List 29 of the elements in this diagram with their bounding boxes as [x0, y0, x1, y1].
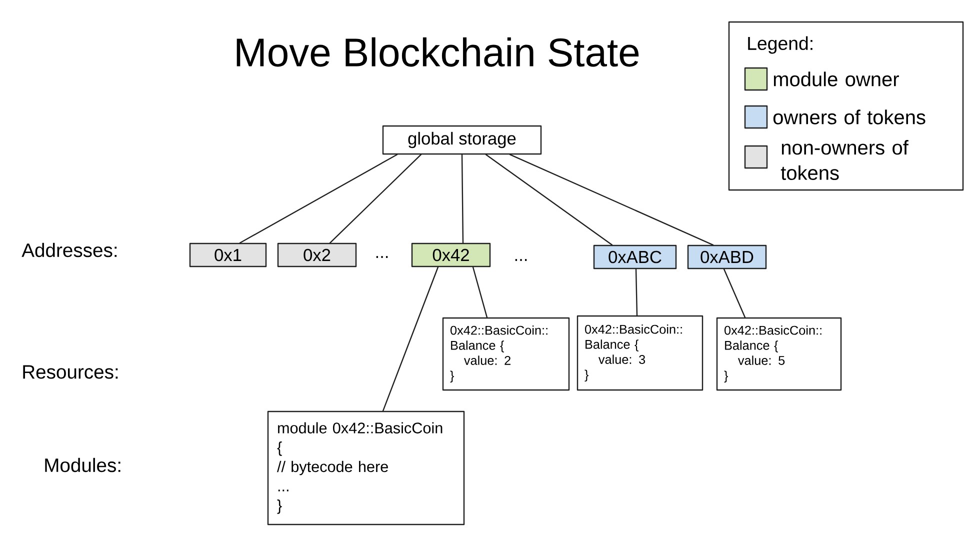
connector-line	[382, 266, 439, 412]
resource-box: 0x42::BasicCoin:: Balance { value: 3 }	[576, 315, 704, 391]
connector-line	[635, 268, 638, 316]
address-box: 0xABD	[687, 244, 767, 270]
address-box: 0xABC	[593, 244, 677, 270]
address-box: 0x42	[411, 242, 491, 268]
storage-box: global storage	[382, 125, 542, 155]
module-box: module 0x42::BasicCoin { // bytecode here ... }	[267, 410, 465, 526]
row-label: Addresses:	[22, 242, 117, 258]
row-label: Resources:	[23, 365, 118, 379]
legend-text: owners of tokens	[773, 110, 926, 124]
connector-line	[461, 154, 464, 244]
connector-line	[723, 268, 746, 318]
address-box: 0x1	[189, 242, 267, 268]
connector-line	[485, 154, 613, 246]
legend-text: module owner	[774, 72, 899, 86]
connector-line	[472, 266, 488, 318]
ellipsis: ...	[376, 256, 388, 258]
connector-line	[509, 154, 714, 246]
legend-title: Legend:	[748, 36, 812, 54]
resource-box: 0x42::BasicCoin:: Balance { value: 2 }	[442, 317, 570, 391]
connector-line	[329, 154, 422, 244]
row-label: Modules:	[45, 458, 120, 472]
resource-box: 0x42::BasicCoin:: Balance { value: 5 }	[716, 317, 842, 391]
connector-line	[239, 154, 398, 244]
title: Move Blockchain State	[236, 37, 639, 67]
address-box: 0x2	[277, 242, 357, 268]
ellipsis: ...	[515, 259, 527, 261]
legend-text: non-owners of tokens	[780, 140, 908, 180]
